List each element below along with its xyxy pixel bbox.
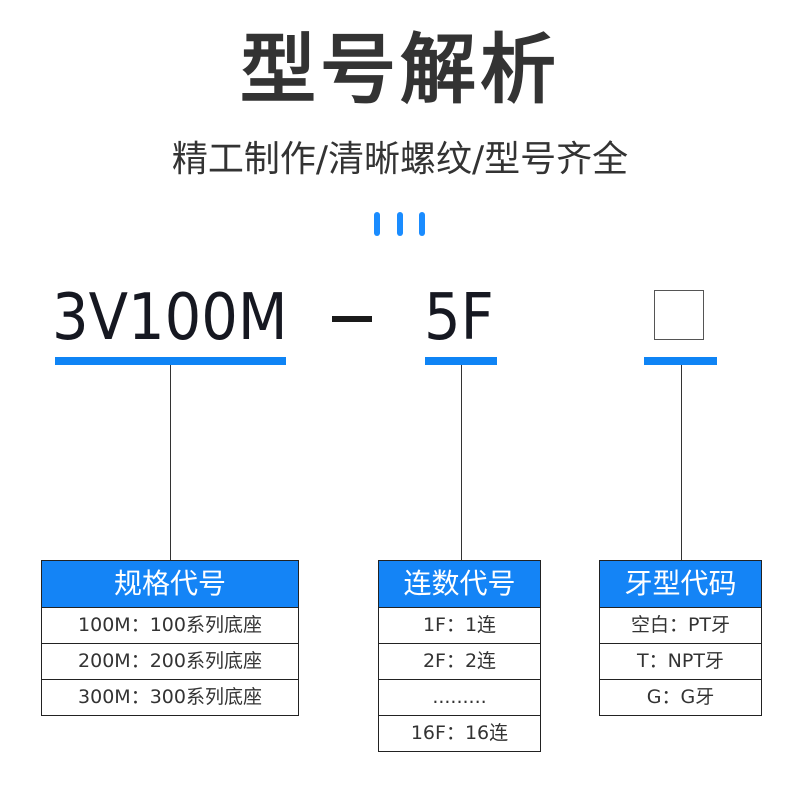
table-row: ......... xyxy=(379,679,540,715)
decorative-tick xyxy=(397,212,403,236)
model-part-thread-placeholder xyxy=(654,290,704,340)
table-row: T：NPT牙 xyxy=(600,643,761,679)
connector-line xyxy=(681,365,682,560)
spec-code-table: 规格代号 100M：100系列底座 200M：200系列底座 300M：300系… xyxy=(41,560,299,716)
page-subtitle: 精工制作/清晰螺纹/型号齐全 xyxy=(171,139,629,180)
table-header: 牙型代码 xyxy=(600,561,761,607)
table-row: 100M：100系列底座 xyxy=(42,607,298,643)
connector-line xyxy=(170,365,171,560)
table-row: G：G牙 xyxy=(600,679,761,715)
table-row: 空白：PT牙 xyxy=(600,607,761,643)
table-header: 规格代号 xyxy=(42,561,298,607)
model-part-count: 5F xyxy=(424,281,494,355)
table-row: 300M：300系列底座 xyxy=(42,679,298,715)
table-row: 200M：200系列底座 xyxy=(42,643,298,679)
model-part-series: 3V100M xyxy=(52,281,288,355)
table-header: 连数代号 xyxy=(379,561,540,607)
decorative-tick xyxy=(419,212,425,236)
table-row: 16F：16连 xyxy=(379,715,540,751)
table-row: 2F：2连 xyxy=(379,643,540,679)
table-row: 1F：1连 xyxy=(379,607,540,643)
page-title: 型号解析 xyxy=(240,25,560,114)
connector-line xyxy=(461,365,462,560)
count-code-table: 连数代号 1F：1连 2F：2连 ......... 16F：16连 xyxy=(378,560,541,752)
underline-bar-count xyxy=(425,357,497,365)
underline-bar-thread xyxy=(644,357,717,365)
decorative-tick xyxy=(374,212,380,236)
underline-bar-series xyxy=(55,357,286,365)
model-separator xyxy=(332,316,372,322)
thread-code-table: 牙型代码 空白：PT牙 T：NPT牙 G：G牙 xyxy=(599,560,762,716)
